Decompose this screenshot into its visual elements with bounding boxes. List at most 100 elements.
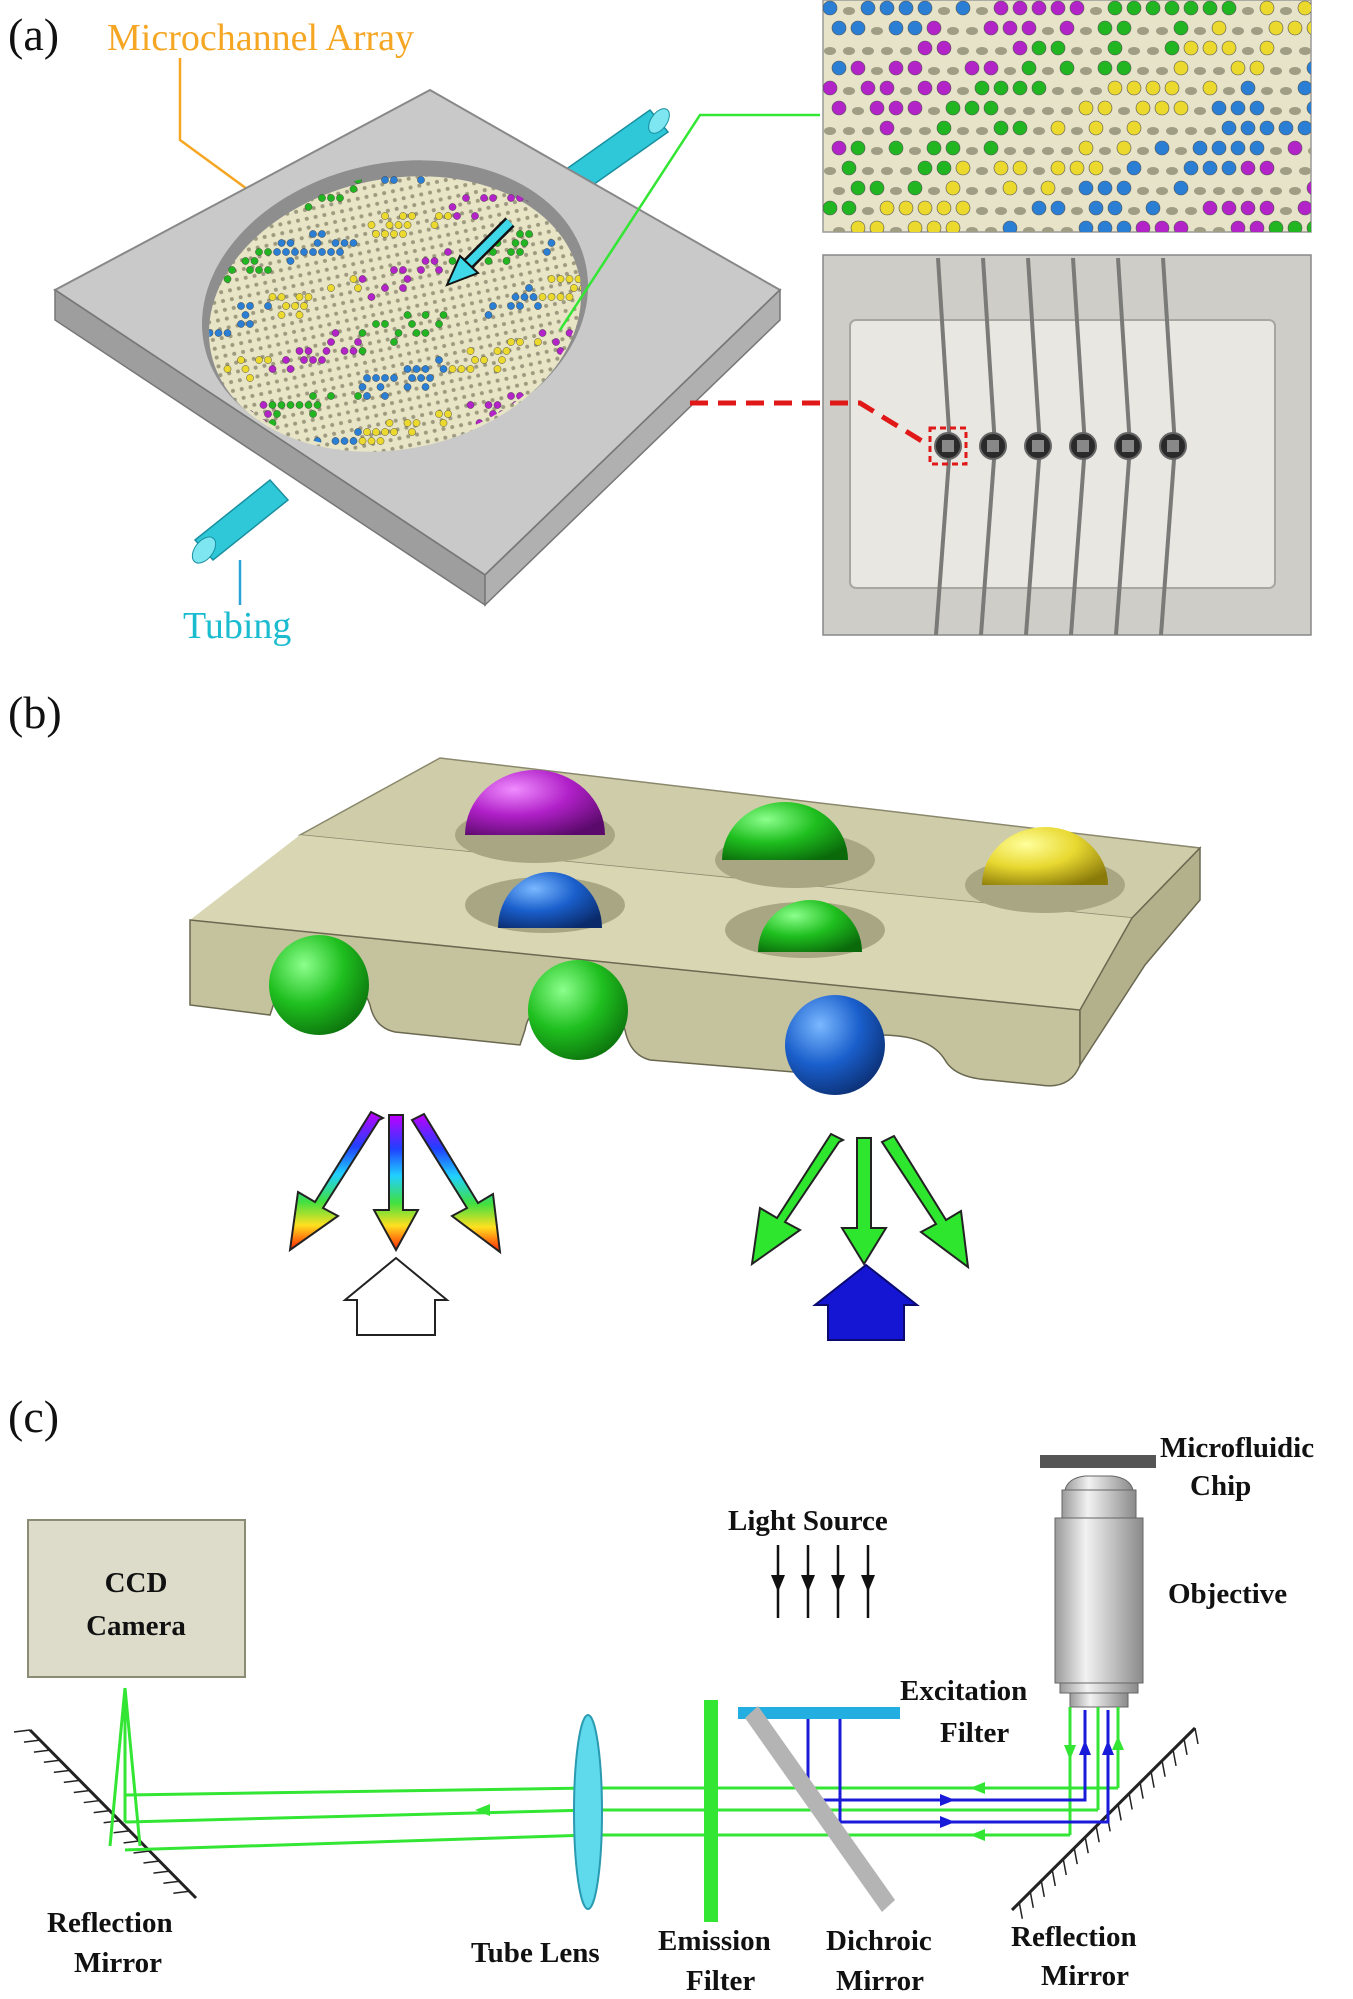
reflection-mirror-right <box>1010 1726 1199 1919</box>
zoom-bead <box>1202 160 1218 176</box>
array-bead <box>318 356 326 364</box>
zoom-well <box>909 147 921 155</box>
zoom-bead <box>1173 20 1189 36</box>
zoom-well <box>1109 127 1121 135</box>
excitation-filter-label: Excitation <box>900 1675 1027 1707</box>
array-bead <box>237 302 245 310</box>
zoom-well <box>871 27 883 35</box>
zoom-well <box>843 47 855 55</box>
zoom-bead <box>1040 180 1056 196</box>
zoom-bead <box>869 180 885 196</box>
array-bead <box>381 320 389 328</box>
zoom-bead <box>1116 180 1132 196</box>
array-bead <box>439 365 448 373</box>
zoom-bead <box>1259 160 1275 176</box>
array-bead <box>426 374 434 382</box>
zoom-bead <box>1173 60 1189 76</box>
zoom-bead <box>1021 20 1037 36</box>
zoom-well <box>957 127 969 135</box>
array-bead <box>237 320 245 328</box>
array-bead <box>381 230 389 238</box>
zoom-bead <box>1031 80 1047 96</box>
zoom-bead <box>850 140 866 156</box>
zoom-bead <box>1164 40 1180 56</box>
zoom-bead <box>1154 140 1170 156</box>
zoom-bead <box>1221 120 1237 136</box>
zoom-bead <box>1287 140 1303 156</box>
zoom-well <box>1137 27 1149 35</box>
zoom-bead <box>823 0 838 16</box>
zoom-bead <box>1012 40 1028 56</box>
array-bead <box>430 221 439 229</box>
zoom-bead <box>1183 160 1199 176</box>
array-bead <box>372 230 380 238</box>
zoom-well <box>1033 127 1045 135</box>
zoom-well <box>1061 187 1073 195</box>
zoom-bead <box>869 100 885 116</box>
array-bead <box>507 338 515 346</box>
zoom-bead <box>1012 160 1028 176</box>
array-bead <box>318 194 326 202</box>
array-bead <box>511 293 520 301</box>
light-source-rays <box>771 1545 875 1618</box>
zoom-bead <box>1230 60 1246 76</box>
array-bead <box>268 293 277 301</box>
array-bead <box>349 239 358 247</box>
zoom-well <box>1080 67 1092 75</box>
array-bead <box>525 230 533 238</box>
array-bead <box>529 293 538 301</box>
zoom-well <box>1099 147 1111 155</box>
array-bead <box>381 428 389 436</box>
array-bead <box>507 194 515 202</box>
zoom-well <box>1327 227 1339 235</box>
zoom-well <box>1213 67 1225 75</box>
array-bead <box>336 194 344 202</box>
zoom-well <box>1137 67 1149 75</box>
array-bead <box>498 356 506 364</box>
zoom-bead <box>1050 120 1066 136</box>
array-bead <box>381 176 389 184</box>
array-bead <box>430 257 439 265</box>
zoom-bead <box>917 80 933 96</box>
zoom-bead <box>917 160 933 176</box>
zoom-well <box>900 167 912 175</box>
zoom-well <box>1213 187 1225 195</box>
blue-bead <box>498 872 602 928</box>
blue-bead <box>785 995 885 1095</box>
zoom-well <box>1289 67 1301 75</box>
zoom-bead <box>1230 220 1246 232</box>
excitation-filter-label-2: Filter <box>940 1717 1009 1749</box>
zoom-well <box>1071 207 1083 215</box>
array-bead <box>250 257 259 265</box>
array-bead <box>507 392 515 400</box>
array-bead <box>417 266 425 274</box>
array-bead <box>372 374 380 382</box>
zoom-bead <box>993 120 1009 136</box>
zoom-bead <box>888 60 904 76</box>
zoom-well <box>1194 107 1206 115</box>
zoom-bead <box>1031 200 1047 216</box>
zoom-well <box>1156 187 1168 195</box>
array-bead <box>385 419 394 427</box>
array-bead <box>214 329 223 337</box>
zoom-well <box>1042 147 1054 155</box>
array-bead <box>286 401 295 409</box>
array-bead <box>408 212 416 220</box>
array-bead <box>516 230 524 238</box>
tube-lens <box>573 1714 603 1910</box>
zoom-bead <box>1107 0 1123 16</box>
zoom-bead <box>1297 80 1311 96</box>
zoom-well <box>1251 187 1263 195</box>
zoom-bead <box>1126 80 1142 96</box>
zoom-well <box>1327 107 1339 115</box>
zoom-well <box>928 187 940 195</box>
zoom-bead <box>1116 60 1132 76</box>
zoom-bead <box>945 140 961 156</box>
zoom-bead <box>1116 20 1132 36</box>
zoom-well <box>1090 47 1102 55</box>
dichroic-mirror <box>745 1706 895 1912</box>
array-bead <box>354 284 362 292</box>
reflection-mirror-left-label-2: Mirror <box>74 1947 162 1979</box>
array-bead <box>493 365 502 373</box>
zoom-well <box>1156 27 1168 35</box>
